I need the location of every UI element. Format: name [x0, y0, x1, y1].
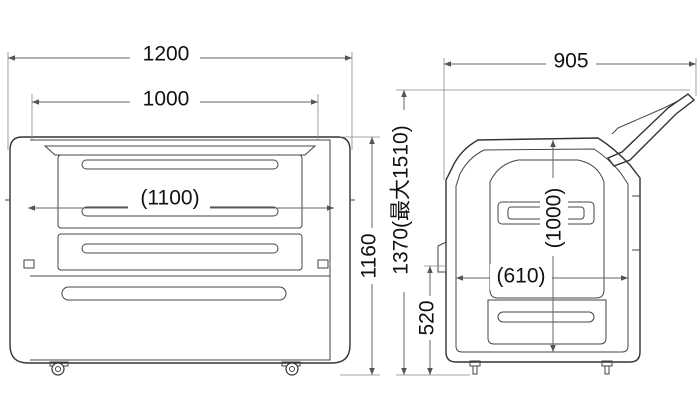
- dim-inner-height: (1000): [543, 188, 566, 249]
- front-handle-1: [81, 159, 279, 170]
- front-caster-left: [49, 361, 69, 376]
- front-handle-3: [81, 243, 279, 254]
- front-view: 1200 1000 (1100) 1160: [5, 43, 384, 376]
- dim-opening-width: (1100): [140, 187, 199, 210]
- dim-base-height: 520: [416, 300, 439, 335]
- dim-inner-depth: (610): [496, 265, 545, 288]
- front-caster-right: [281, 361, 301, 376]
- front-latch-right: [317, 259, 329, 269]
- front-panel-1: [57, 154, 303, 229]
- front-body-outline: [9, 136, 351, 364]
- side-front-latch: [437, 241, 447, 273]
- dim-depth: 905: [553, 50, 588, 73]
- front-handle-4: [61, 286, 287, 301]
- side-body-outline: [445, 137, 641, 363]
- side-center-panel: [489, 159, 605, 299]
- side-caster-right: [601, 360, 613, 375]
- side-push-handle: [606, 93, 696, 167]
- dim-height: 1160: [358, 233, 381, 278]
- side-lower-panel: [487, 299, 607, 345]
- side-handle-lower: [497, 311, 595, 323]
- dim-inner-width: 1000: [143, 88, 190, 111]
- side-body-inner: [455, 148, 629, 353]
- side-view: 905 1370(最大1510) (1000) (610) 520: [386, 50, 697, 376]
- front-body-inner: [30, 139, 331, 361]
- dim-height-max: 1370(最大1510): [390, 125, 413, 274]
- front-latch-left: [23, 259, 35, 269]
- front-lid: [43, 145, 317, 156]
- dim-overall-width: 1200: [143, 43, 190, 66]
- side-caster-left: [469, 360, 481, 375]
- front-panel-2: [57, 233, 303, 271]
